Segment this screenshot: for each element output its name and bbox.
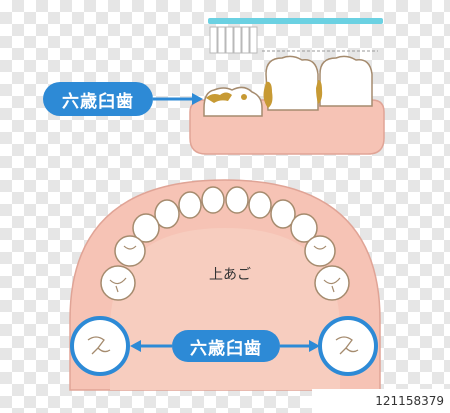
plaque-side-2 <box>316 80 323 104</box>
tooth-grooves <box>109 245 341 293</box>
upper-jaw <box>69 179 381 391</box>
stock-id-badge: 121158379 <box>312 389 450 413</box>
incisor-l1 <box>201 186 225 214</box>
upper-teeth <box>100 186 350 301</box>
side-view-jaw <box>189 55 385 155</box>
six-year-molar-left <box>70 316 130 376</box>
canine-l <box>154 199 180 229</box>
top-arrow <box>153 93 203 105</box>
side-molar-2 <box>319 55 373 107</box>
toothbrush <box>208 18 383 54</box>
six-year-molar-right <box>318 316 378 376</box>
six-year-molar-label-top: 六歳臼歯 <box>43 82 153 116</box>
toothbrush-bristles <box>209 26 258 54</box>
canine-r <box>270 199 296 229</box>
premolar-l1 <box>132 213 160 243</box>
incisor-r2 <box>248 191 272 219</box>
premolar-r2 <box>304 235 336 267</box>
premolar-l2 <box>114 235 146 267</box>
bottom-double-arrow <box>130 340 320 352</box>
premolar-r1 <box>290 213 318 243</box>
six-year-molar-label-bottom: 六歳臼歯 <box>172 330 280 362</box>
stock-id-number: 121158379 <box>375 394 444 408</box>
plaque-front <box>206 92 232 103</box>
palate-label: 上あご <box>209 267 251 283</box>
incisor-r1 <box>225 186 249 214</box>
side-molar-1 <box>265 55 319 111</box>
plaque-side <box>263 81 273 108</box>
incisor-l2 <box>178 191 202 219</box>
toothbrush-handle <box>208 18 383 24</box>
palate-inner <box>110 228 340 390</box>
plaque-dot <box>241 94 247 100</box>
